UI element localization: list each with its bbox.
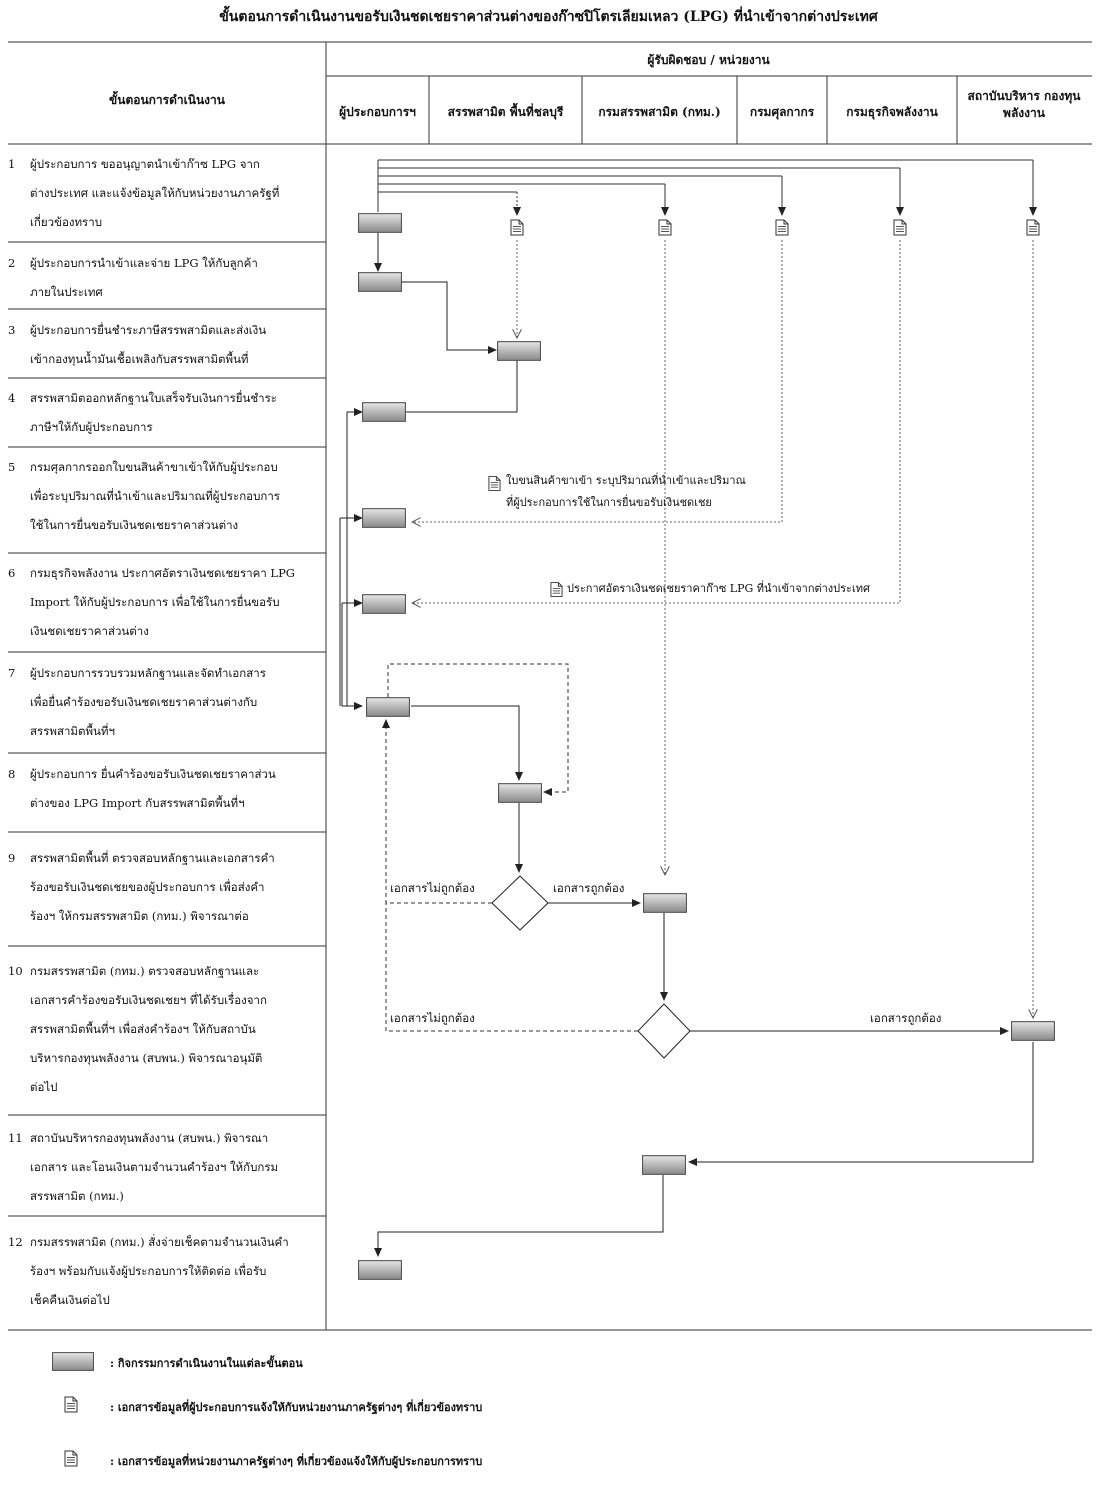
document-icon [658,219,672,236]
document-icon [488,476,501,491]
activity-box-step10 [1011,1021,1055,1041]
activity-box-step4 [362,402,406,422]
document-icon [64,1396,78,1413]
legend-document-incoming: : เอกสารข้อมูลที่หน่วยงานภาครัฐต่างๆ ที่… [110,1455,483,1468]
steps-column-header: ขั้นตอนการดำเนินงาน [109,93,225,107]
decision-1-yes-label: เอกสารถูกต้อง [553,881,625,895]
document-icon [550,582,563,597]
activity-flow [339,232,1034,1257]
activity-box-icon [52,1352,94,1371]
legend-activity: : กิจกรรมการดำเนินงานในแต่ละขั้นตอน [110,1357,303,1370]
activity-box-step12 [358,1260,402,1280]
col-header-operator: ผู้ประกอบการฯ [339,105,416,119]
activity-box-step9 [643,893,687,913]
document-icon [510,219,524,236]
step1-distribution [377,159,1037,216]
document-icon [893,219,907,236]
activity-box-step1 [358,213,402,233]
customs-document-note: ใบขนสินค้าขาเข้า ระบุปริมาณที่นำเข้าและป… [506,474,746,509]
col-header-excise-chonburi: สรรพสามิต พื้นที่ชลบุรี [447,105,564,119]
activity-box-step8 [498,783,542,803]
decision-2-no-label: เอกสารไม่ถูกต้อง [390,1011,475,1025]
legend-document-outgoing: : เอกสารข้อมูลที่ผู้ประกอบการแจ้งให้กับห… [110,1401,483,1414]
col-header-customs: กรมศุลกากร [749,105,815,119]
document-icon [64,1450,78,1467]
document-icon [775,219,789,236]
activity-box-step11 [642,1155,686,1175]
decision-diamond-1 [491,875,549,931]
activity-box-step6 [362,594,406,614]
decision-2-yes-label: เอกสารถูกต้อง [870,1011,942,1025]
activity-box-step2 [358,272,402,292]
responsible-header: ผู้รับผิดชอบ / หน่วยงาน [647,53,770,67]
decision-1-no-label: เอกสารไม่ถูกต้อง [390,881,475,895]
page-title: ขั้นตอนการดำเนินงานขอรับเงินชดเชยราคาส่ว… [219,9,878,25]
loop-flows [382,663,638,1032]
activity-boxes [358,213,1055,1280]
dotted-flows [412,240,1033,1018]
document-icons [488,219,1040,597]
col-header-energy-fund: สถาบันบริหาร กองทุนพลังงาน [967,89,1081,121]
table-grid [8,41,1092,1331]
col-header-excise-bkk: กรมสรรพสามิต (กทม.) [598,105,721,119]
col-header-energy-business: กรมธุรกิจพลังงาน [846,105,938,119]
document-icon [1026,219,1040,236]
activity-box-step3 [497,341,541,361]
activity-box-step5 [362,508,406,528]
decision-diamond-2 [637,1003,691,1059]
energy-rate-note: ประกาศอัตราเงินชดเชยราคาก๊าซ LPG ที่นำเข… [567,582,870,595]
activity-box-step7 [366,697,410,717]
